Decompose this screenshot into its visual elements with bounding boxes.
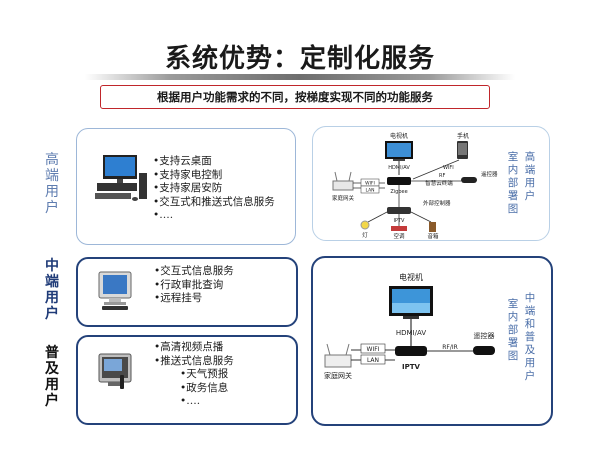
speaker-icon [429,222,436,232]
svg-text:LAN: LAN [365,188,374,194]
mid-tier-panel: •交互式信息服务 •行政审批查询 •远程挂号 [76,257,298,327]
external-controller-icon [387,207,411,214]
feature-item: •…. [153,209,174,221]
feature-item: •交互式信息服务 [154,265,234,277]
set-top-box-icon [395,346,427,356]
high-diagram-title: 室内部署图 [507,151,519,215]
remote-icon [473,346,495,355]
router-icon [332,180,354,191]
lamp-icon [360,220,370,230]
ext-controller-label: 外部控制器 [423,199,451,207]
feature-item: •推送式信息服务 [154,354,234,367]
hdmi-label: HDMI/AV [396,329,426,337]
gateway-label: 家庭网关 [332,194,355,202]
mid-diagram-user-label: 中端和普及用户 [524,292,536,382]
low-tier-feature-list: •高清视频点播 •推送式信息服务 •天气预报 •政务信息 •…. [154,341,234,409]
title-underline [85,74,515,80]
remote-icon [461,177,477,183]
iptv-label: IPTV [402,363,421,371]
tv-label: 电视机 [399,272,423,282]
sub-feature-item: •…. [180,395,201,407]
desktop-computer-icon [95,155,147,201]
air-conditioner-icon [391,226,407,231]
high-tier-panel: •支持云桌面 •支持家电控制 •支持家居安防 •交互式和推送式信息服务 •…. [76,128,296,245]
feature-item: •交互式和推送式信息服务 [153,195,275,208]
svg-text:WIFI: WIFI [365,181,375,187]
sub-feature-item: •天气预报 [180,368,229,380]
tv-icon [98,353,132,389]
set-top-box-icon [387,177,411,185]
subtitle-banner: 根据用户功能需求的不同，按梯度实现不同的功能服务 [100,85,490,109]
low-tier-panel: •高清视频点播 •推送式信息服务 •天气预报 •政务信息 •…. [76,335,298,425]
high-tier-feature-list: •支持云桌面 •支持家电控制 •支持家居安防 •交互式和推送式信息服务 •…. [153,155,275,223]
mid-diagram-title: 室内部署图 [507,298,519,362]
svg-text:空调: 空调 [393,232,405,240]
phone-label: 手机 [457,132,469,140]
feature-item: •行政审批查询 [154,278,224,291]
feature-item: •高清视频点播 [154,341,224,353]
page-title: 系统优势：定制化服务 [164,44,435,74]
tier-label-high: 高端用户 [45,152,59,216]
high-end-network-graphic: 电视机 HDMI/AV 手机 WIFI 家庭网关 WIFI LAN Zigbee… [332,132,498,240]
tv-label: 电视机 [390,132,408,140]
tier-label-mid: 中端用户 [45,258,59,322]
rf-ir-label: RF/IR [442,344,458,351]
wifi-label: WIFI [367,346,380,353]
svg-text:音箱: 音箱 [427,232,439,240]
svg-text:WIFI: WIFI [443,165,454,171]
crt-monitor-icon [98,271,132,310]
feature-item: •支持云桌面 [153,155,212,167]
remote-label: 遥控器 [481,170,498,178]
svg-text:RF: RF [439,173,445,179]
lan-label: LAN [367,357,379,364]
router-icon [324,354,352,368]
feature-item: •支持家电控制 [153,168,223,181]
mid-network-graphic: 电视机 HDMI/AV IPTV 家庭网关 WIFI LAN RF/IR 遥控器 [324,272,495,380]
gateway-label: 家庭网关 [324,371,352,380]
mid-deployment-diagram: 电视机 HDMI/AV IPTV 家庭网关 WIFI LAN RF/IR 遥控器… [311,256,553,426]
mid-tier-feature-list: •交互式信息服务 •行政审批查询 •远程挂号 [154,265,234,306]
cloud-terminal-label: 智慧云终端 [425,179,453,187]
remote-label: 遥控器 [474,331,495,340]
high-end-deployment-diagram: 电视机 HDMI/AV 手机 WIFI 家庭网关 WIFI LAN Zigbee… [312,126,550,241]
sub-feature-item: •政务信息 [180,381,229,394]
tier-label-low: 普及用户 [45,345,59,409]
high-diagram-user-label: 高端用户 [524,151,536,202]
feature-item: •支持家居安防 [153,182,223,194]
feature-item: •远程挂号 [154,292,203,304]
svg-text:灯: 灯 [362,231,368,239]
